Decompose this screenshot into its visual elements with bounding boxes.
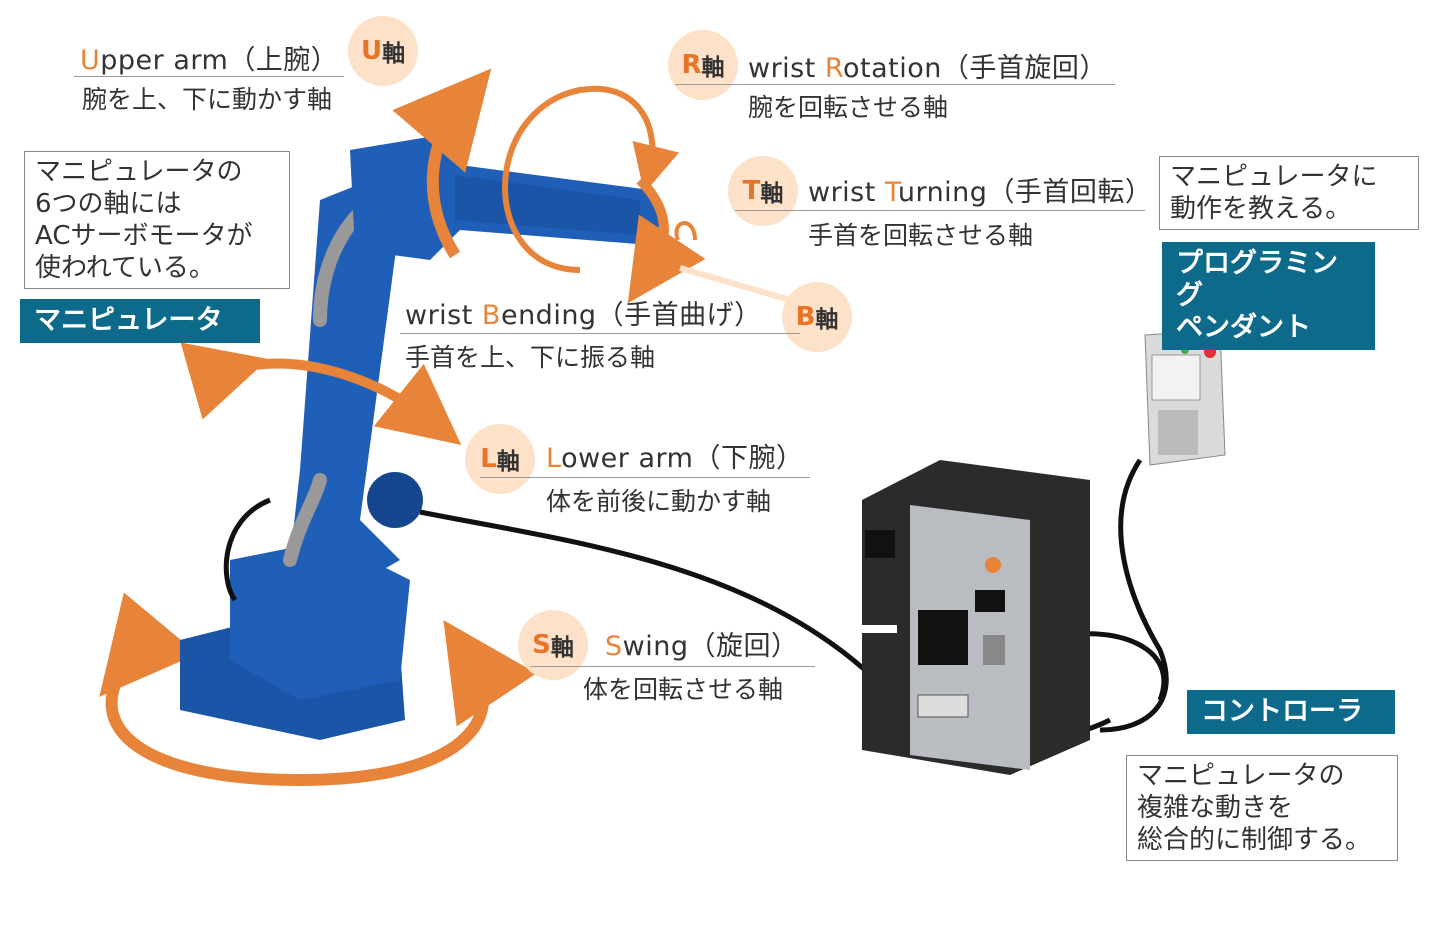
badge-kanji: 軸 (760, 181, 784, 207)
u-initial: U (80, 45, 101, 76)
t-axis-desc: 手首を回転させる軸 (808, 221, 1034, 250)
manipulator-label: マニピュレータ (20, 299, 260, 343)
u-jp: （上腕） (228, 45, 339, 76)
note-line: マニピュレータの (1137, 761, 1345, 791)
wrist-bending-arrow (627, 176, 706, 304)
cable-pendant (1099, 458, 1169, 733)
s-axis-desc: 体を回転させる軸 (583, 675, 784, 704)
badge-letter: L (480, 444, 497, 474)
divider (530, 666, 815, 667)
t-axis-title: wrist Turning（手首回転） (808, 170, 1152, 209)
l-initial: L (546, 443, 562, 474)
l-axis-desc: 体を前後に動かす軸 (546, 487, 772, 516)
badge-letter: U (360, 36, 383, 66)
r-axis-desc: 腕を回転させる軸 (748, 93, 949, 122)
badge-kanji: 軸 (701, 55, 725, 81)
note-line: 使われている。 (35, 253, 215, 283)
divider (480, 477, 810, 478)
badge-kanji: 軸 (550, 635, 574, 661)
pendant-label: プログラミング ペンダント (1162, 242, 1375, 350)
l-axis-title: Lower arm（下腕） (546, 436, 803, 475)
r-rest: otation (842, 53, 942, 84)
pendant-note: マニピュレータに 動作を教える。 (1159, 156, 1419, 230)
cable-robot-controller (419, 509, 867, 672)
wrist-rotation-arrow (502, 85, 680, 273)
b-prefix: wrist (405, 300, 482, 331)
divider (675, 84, 1115, 85)
divider (74, 76, 344, 77)
note-line: マニピュレータの (35, 157, 243, 187)
badge-letter: B (795, 302, 816, 332)
manipulator-note: マニピュレータの 6つの軸には ACサーボモータが 使われている。 (24, 151, 290, 289)
t-rest: urning (897, 177, 988, 208)
controller-label: コントローラ (1187, 690, 1395, 734)
l-rest: ower arm (561, 443, 694, 474)
upper-arm-arrow (392, 68, 492, 259)
programming-pendant (1144, 329, 1226, 466)
s-rest: wing (622, 631, 689, 662)
s-axis-title: Swing（旋回） (605, 624, 798, 663)
controller-note: マニピュレータの 複雑な動きを 総合的に制御する。 (1126, 755, 1398, 861)
controller-cabinet (862, 460, 1090, 775)
swing-rotation-arrow (99, 592, 537, 787)
note-line: 複雑な動きを (1137, 793, 1294, 823)
b-initial: B (481, 300, 501, 331)
r-jp: （手首旋回） (941, 53, 1107, 84)
r-axis-title: wrist Rotation（手首旋回） (748, 46, 1107, 85)
u-rest: pper arm (100, 45, 229, 76)
s-initial: S (605, 631, 623, 662)
t-prefix: wrist (808, 177, 885, 208)
wrist-turning-arrow (674, 221, 697, 241)
t-jp: （手首回転） (987, 177, 1153, 208)
t-initial: T (884, 177, 898, 208)
note-line: 総合的に制御する。 (1137, 825, 1372, 855)
badge-letter: T (742, 176, 761, 206)
r-initial: R (824, 53, 843, 84)
badge-kanji: 軸 (815, 307, 839, 333)
note-line: 動作を教える。 (1170, 194, 1352, 224)
badge-kanji: 軸 (382, 41, 406, 67)
note-line: ACサーボモータが (35, 221, 253, 251)
b-rest: ending (500, 300, 597, 331)
u-axis-desc: 腕を上、下に動かす軸 (82, 85, 333, 114)
note-line: マニピュレータに (1170, 162, 1378, 192)
badge-kanji: 軸 (496, 449, 520, 475)
s-jp: （旋回） (688, 631, 799, 662)
divider (735, 210, 1145, 211)
label-line: ペンダント (1176, 312, 1311, 343)
badge-letter: R (681, 50, 702, 80)
note-line: 6つの軸には (35, 189, 182, 219)
lower-arm-arrow (180, 342, 462, 445)
l-jp: （下腕） (693, 443, 804, 474)
b-jp: （手首曲げ） (596, 300, 762, 331)
b-axis-title: wrist Bending（手首曲げ） (405, 293, 762, 332)
divider (400, 333, 800, 334)
r-prefix: wrist (748, 53, 825, 84)
b-axis-desc: 手首を上、下に振る軸 (405, 343, 656, 372)
badge-letter: S (532, 630, 551, 660)
label-line: プログラミング (1176, 248, 1338, 311)
u-axis-title: Upper arm（上腕） (80, 38, 338, 77)
